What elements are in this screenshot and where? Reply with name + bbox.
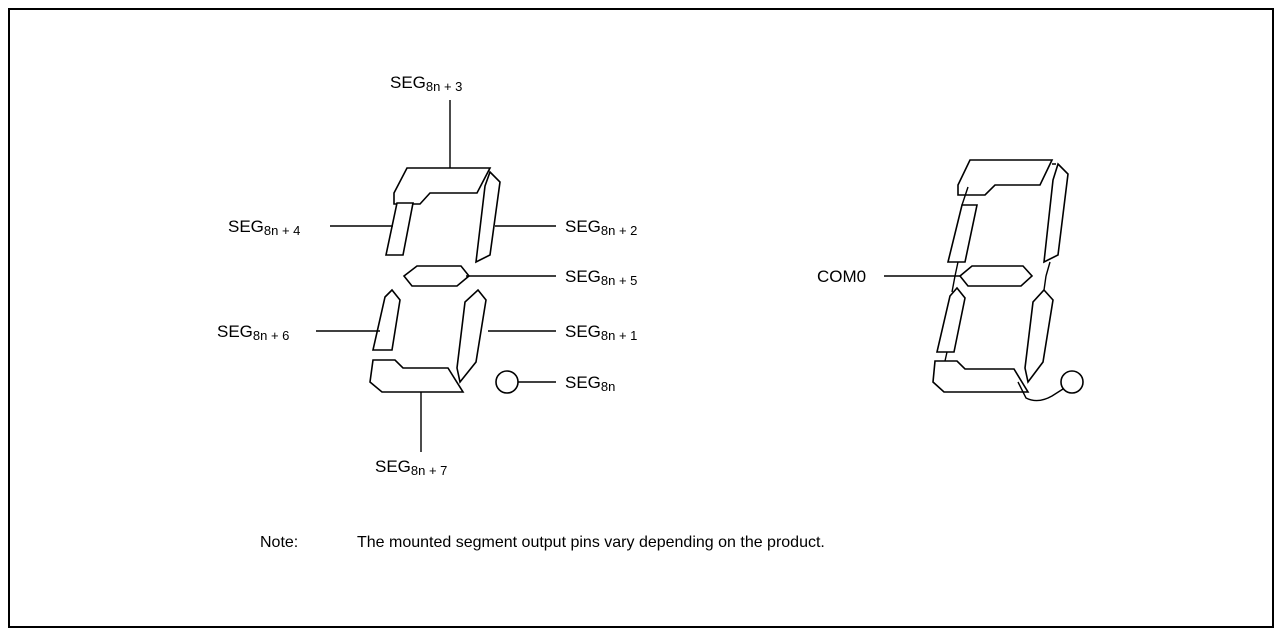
label-seg5: SEG8n + 5	[565, 267, 637, 288]
com-trace-left	[944, 186, 969, 362]
com-segment-lower-right	[1024, 288, 1054, 384]
label-seg4: SEG8n + 4	[228, 217, 300, 238]
segment-lower-left	[371, 288, 401, 351]
note-text: The mounted segment output pins vary dep…	[357, 534, 825, 551]
com-segment-decimal-point	[1060, 370, 1084, 394]
label-seg7: SEG8n + 7	[375, 457, 447, 478]
com-segment-bottom	[932, 360, 1030, 393]
com-segment-upper-left	[946, 204, 978, 263]
left-leader-lines	[316, 100, 556, 452]
segment-middle	[402, 265, 471, 287]
left-digit	[369, 167, 519, 394]
label-com0: COM0	[817, 267, 866, 286]
label-seg2: SEG8n + 2	[565, 217, 637, 238]
com-segment-top	[957, 159, 1054, 196]
segment-bottom	[369, 359, 465, 393]
lcd-segment-diagram: SEG8n + 3 SEG8n + 4 SEG8n + 2 SEG8n + 5 …	[217, 73, 1084, 551]
note-label: Note:	[260, 534, 298, 551]
left-labels: SEG8n + 3 SEG8n + 4 SEG8n + 2 SEG8n + 5 …	[217, 73, 637, 478]
com-segment-lower-left	[935, 286, 966, 353]
com-trace-right	[1017, 163, 1064, 402]
segment-lower-right	[456, 288, 487, 384]
com-segment-upper-right	[1043, 162, 1069, 264]
label-seg1: SEG8n + 1	[565, 322, 637, 343]
label-seg6: SEG8n + 6	[217, 322, 289, 343]
segment-top	[393, 167, 492, 205]
right-digit	[932, 159, 1084, 402]
com-segment-middle	[958, 265, 1034, 287]
label-seg3: SEG8n + 3	[390, 73, 462, 94]
label-seg0: SEG8n	[565, 373, 615, 394]
segment-decimal-point	[495, 370, 519, 394]
segment-upper-left	[385, 202, 414, 256]
segment-upper-right	[475, 170, 501, 264]
